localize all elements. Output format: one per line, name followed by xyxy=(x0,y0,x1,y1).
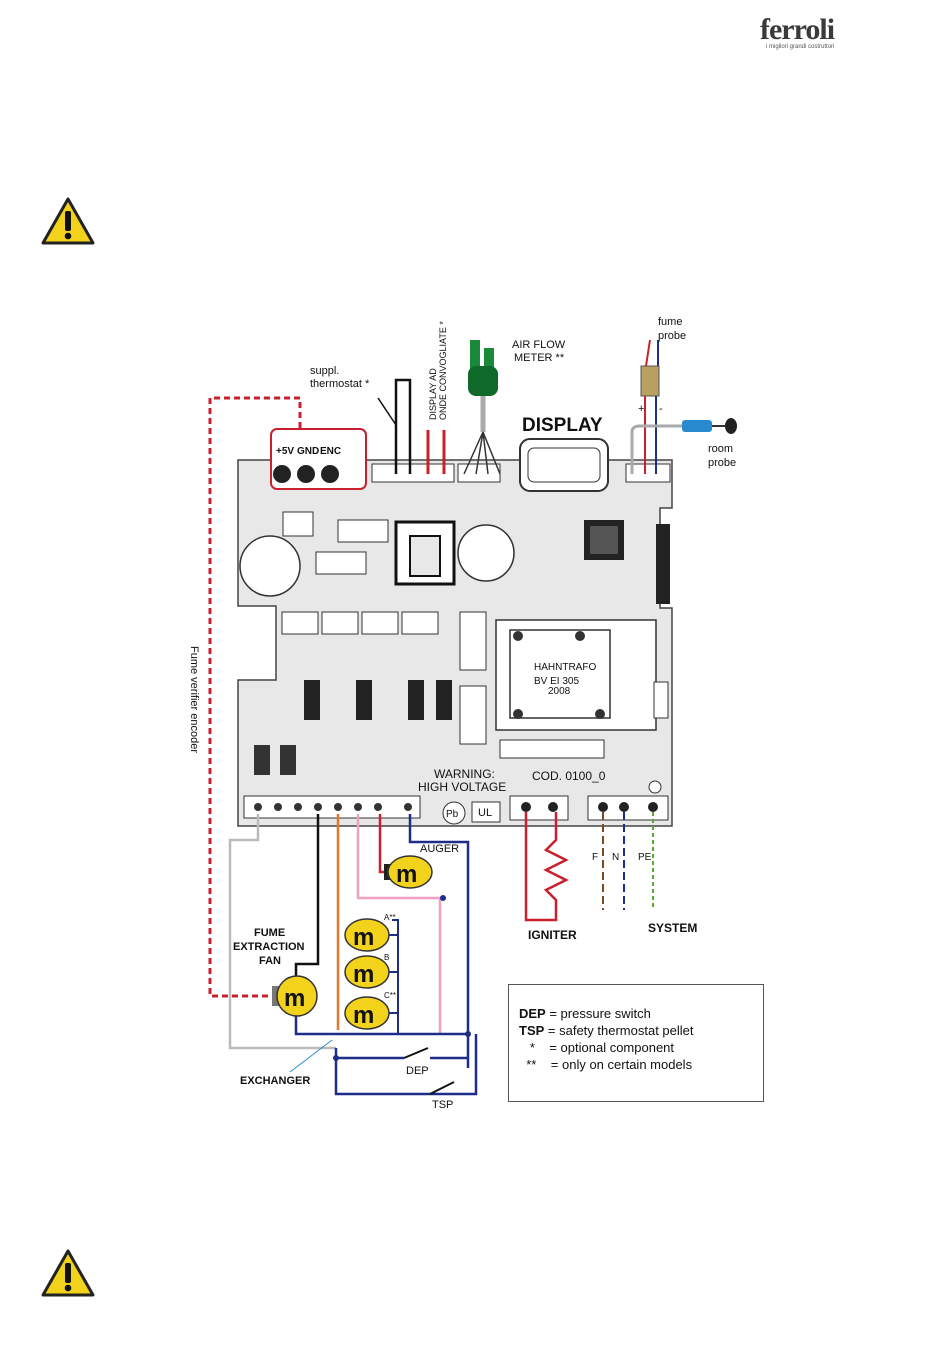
display-ad-label-1: DISPLAY AD xyxy=(428,368,438,420)
cod-label: COD. 0100_0 xyxy=(532,769,606,783)
fume-probe xyxy=(640,365,660,397)
capacitor xyxy=(457,524,515,582)
motor-a-label: A** xyxy=(384,913,396,922)
auger-label: AUGER xyxy=(420,843,459,855)
display-label: DISPLAY xyxy=(522,415,603,436)
air-flow-meter xyxy=(468,366,498,396)
svg-text:m: m xyxy=(353,961,374,988)
legend-row: TSP = safety thermostat pellet xyxy=(519,1023,694,1038)
label-gnd: GND xyxy=(297,446,319,457)
suppl-thermostat-label-2: thermostat * xyxy=(310,378,370,390)
legend-row: DEP = pressure switch xyxy=(519,1006,651,1021)
relay xyxy=(401,611,439,635)
ground-wire xyxy=(228,814,336,1050)
pb-label: Pb xyxy=(446,809,459,820)
motor-icon: m xyxy=(344,918,390,952)
fume-probe-label-2: probe xyxy=(658,330,686,342)
high-voltage-label: HIGH VOLTAGE xyxy=(418,780,506,794)
capacitor xyxy=(239,535,301,597)
warning-icon xyxy=(41,197,95,245)
thermostat-wire xyxy=(394,378,412,474)
dep-switch xyxy=(403,1047,429,1059)
room-probe xyxy=(682,420,712,432)
relay xyxy=(321,611,359,635)
terminal-enc xyxy=(321,465,339,483)
minus-label: - xyxy=(659,403,663,415)
system-label: SYSTEM xyxy=(648,921,697,935)
encoder-wire xyxy=(208,396,302,998)
legend-row: ** = only on certain models xyxy=(519,1057,693,1072)
neutral-wire xyxy=(408,814,470,1068)
igniter-element xyxy=(524,812,569,922)
motor-icon: m xyxy=(344,996,390,1030)
auger-neutral-wire xyxy=(356,814,442,1034)
probe-connector xyxy=(625,463,671,483)
legend-row: * = optional component xyxy=(519,1040,675,1055)
fan-label-3: FAN xyxy=(259,955,281,967)
brand-name: ferroli xyxy=(760,13,835,46)
pb-badge xyxy=(442,801,466,825)
igniter-connector xyxy=(509,795,569,821)
air-flow-meter-label-1: AIR FLOW xyxy=(512,339,566,351)
svg-text:m: m xyxy=(353,924,374,951)
ul-label: UL xyxy=(478,807,492,819)
heat-sink xyxy=(394,520,456,586)
motor-b-label: B xyxy=(384,953,389,962)
air-flow-meter-label-2: METER ** xyxy=(514,352,565,364)
terminal-gnd xyxy=(297,465,315,483)
relay xyxy=(361,611,399,635)
label-enc: ENC xyxy=(320,446,341,457)
f-label: F xyxy=(592,852,598,863)
motor-icon: m xyxy=(272,975,318,1017)
plus-label: + xyxy=(638,403,644,415)
motor-icon: m xyxy=(344,955,390,989)
label-5v: +5V xyxy=(276,446,294,457)
encoder-connector-box xyxy=(270,428,367,490)
transformer-label: HAHNTRAFO xyxy=(534,662,596,673)
fume-probe-label-1: fume xyxy=(658,316,682,328)
fan-label-2: EXTRACTION xyxy=(233,941,305,953)
display-ad-label-2: ONDE CONVOGLIATE * xyxy=(438,321,448,420)
motor-icon: m xyxy=(384,855,433,889)
igniter-label: IGNITER xyxy=(528,928,577,942)
motor-c-label: C** xyxy=(384,991,396,1000)
fume-verifier-encoder-label: Fume verifier encoder xyxy=(188,646,200,753)
ul-badge xyxy=(471,801,501,823)
brand-logo: ferroli i migliori grandi costruttori xyxy=(760,13,840,52)
transformer-year: 2008 xyxy=(548,686,571,697)
fan-wire xyxy=(294,814,320,984)
room-probe-label-1: room xyxy=(708,443,733,455)
warning-label: WARNING: xyxy=(434,767,495,781)
display-connector-icon xyxy=(519,438,609,492)
load-terminal-strip xyxy=(243,795,421,819)
n-label: N xyxy=(612,852,619,863)
warning-icon xyxy=(41,1249,95,1297)
aux-connector xyxy=(371,463,455,483)
tsp-switch xyxy=(429,1081,455,1095)
terminal-5v xyxy=(273,465,291,483)
brand-tagline: i migliori grandi costruttori xyxy=(766,44,835,50)
fan-label-1: FUME xyxy=(254,927,285,939)
room-probe-label-2: probe xyxy=(708,457,736,469)
svg-text:m: m xyxy=(353,1002,374,1029)
relay xyxy=(281,611,319,635)
side-connector xyxy=(656,524,670,604)
exchanger-label: EXCHANGER xyxy=(240,1075,310,1087)
svg-text:m: m xyxy=(284,985,305,1012)
pe-label: PE xyxy=(638,852,652,863)
dep-label: DEP xyxy=(406,1065,429,1077)
svg-text:m: m xyxy=(396,861,417,888)
tsp-label: TSP xyxy=(432,1099,453,1111)
suppl-thermostat-label-1: suppl. xyxy=(310,365,339,377)
transformer-model: BV EI 305 xyxy=(534,676,579,687)
legend: DEP = pressure switch TSP = safety therm… xyxy=(508,984,764,1102)
